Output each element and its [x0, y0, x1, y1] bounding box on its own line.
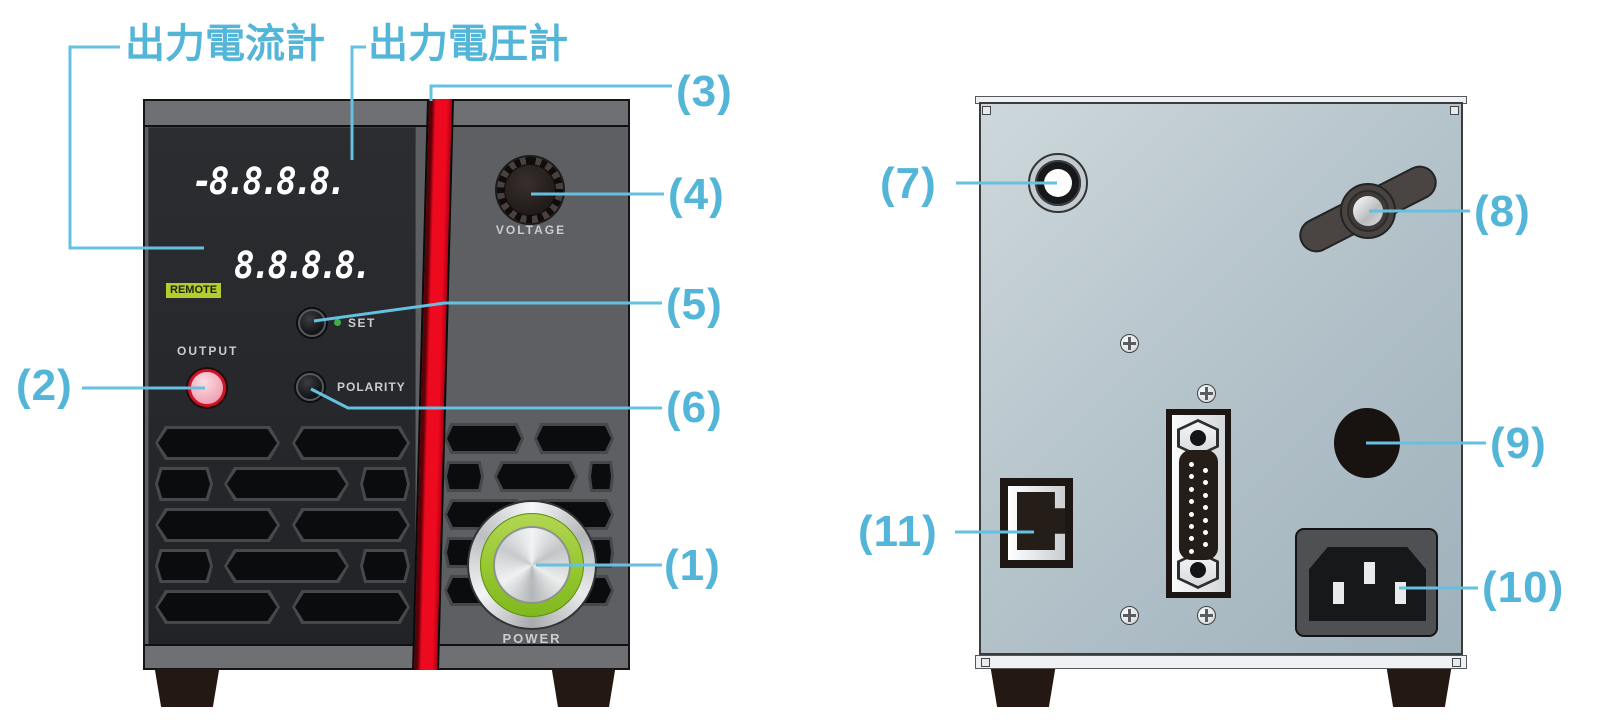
- remote-badge: REMOTE: [166, 283, 222, 298]
- ammeter-display: 8.8.8.8.: [234, 244, 372, 287]
- dsub-pin: [1189, 474, 1194, 480]
- vent-slot: [292, 426, 410, 460]
- dsub-pin: [1203, 517, 1208, 523]
- rear-foot-right: [1386, 669, 1452, 707]
- ammeter-jp-label: 出力電流計: [125, 21, 325, 67]
- dsub-pin: [1203, 492, 1208, 498]
- rear-corner-tab: [1450, 106, 1459, 115]
- dsub-pin: [1203, 530, 1208, 535]
- screw: [1197, 384, 1216, 403]
- set-label: SET: [348, 316, 376, 330]
- vent-slot: [494, 461, 578, 492]
- dsub-connector: [1166, 409, 1231, 598]
- rear-corner-tab: [1452, 658, 1461, 667]
- rear-corner-tab: [982, 106, 991, 115]
- voltmeter-jp-label: 出力電圧計: [368, 21, 568, 67]
- set-led: [334, 319, 341, 326]
- dsub-pin: [1203, 480, 1208, 486]
- dsub-pin: [1203, 468, 1208, 473]
- polarity-button: [296, 373, 324, 401]
- vent-slot: [534, 423, 614, 454]
- vent-slot: [155, 467, 213, 501]
- dsub-shell: [1179, 450, 1218, 560]
- vent-slot: [224, 549, 349, 583]
- polarity-label: POLARITY: [337, 380, 406, 394]
- callout-3: (3): [676, 67, 733, 116]
- vent-slot: [444, 461, 484, 492]
- dsub-pin: [1189, 536, 1194, 542]
- callout-8: (8): [1474, 187, 1531, 236]
- callout-7: (7): [880, 159, 937, 208]
- vent-slot: [360, 467, 410, 501]
- dsub-pin: [1189, 511, 1194, 517]
- ac-pin-left: [1333, 582, 1344, 604]
- rear-foot-left: [990, 669, 1056, 707]
- voltage-knob-cap: [504, 164, 556, 216]
- vent-slot: [155, 549, 213, 583]
- vent-slot: [155, 508, 280, 542]
- power-label: POWER: [502, 631, 562, 646]
- voltmeter-display: -8.8.8.8.: [192, 160, 347, 203]
- dsub-pin: [1189, 499, 1194, 505]
- dsub-pins: [1166, 409, 1231, 598]
- output-label: OUTPUT: [177, 344, 239, 358]
- lan-jack: [1000, 478, 1073, 568]
- callout-2: (2): [16, 361, 73, 410]
- callout-10: (10): [1482, 563, 1565, 612]
- screw: [1120, 606, 1139, 625]
- screw: [1120, 334, 1139, 353]
- rear-corner-tab: [981, 658, 990, 667]
- dsub-pin: [1189, 486, 1194, 492]
- vent-slot: [292, 508, 410, 542]
- front-foot-left: [154, 669, 220, 707]
- dsub-pin: [1203, 505, 1208, 511]
- rear-bottom-lip: [975, 655, 1467, 669]
- screw: [1197, 606, 1216, 625]
- vent-slot: [292, 590, 410, 624]
- voltage-knob: [497, 157, 563, 223]
- dsub-pin: [1203, 542, 1208, 548]
- callout-6: (6): [666, 383, 723, 432]
- vent-slot: [155, 590, 280, 624]
- vent-slot: [360, 549, 410, 583]
- front-foot-right: [551, 669, 616, 707]
- vent-slot: [444, 423, 524, 454]
- callout-11: (11): [858, 507, 938, 556]
- voltage-label: VOLTAGE: [495, 223, 567, 237]
- vent-slot: [224, 467, 349, 501]
- vent-slot: [588, 461, 614, 492]
- ac-pin-center: [1364, 562, 1375, 584]
- dsub-pin: [1189, 462, 1194, 467]
- ac-inlet: [1295, 528, 1438, 637]
- set-button: [298, 309, 326, 337]
- callout-1: (1): [664, 541, 721, 590]
- ac-pin-right: [1395, 582, 1406, 604]
- vent-slot: [155, 426, 280, 460]
- callout-5: (5): [666, 280, 723, 329]
- dsub-pin: [1189, 548, 1194, 554]
- front-bottom-strip: [145, 644, 628, 668]
- callout-9: (9): [1490, 419, 1547, 468]
- callout-4: (4): [668, 170, 725, 219]
- ac-inlet-socket: [1309, 547, 1426, 621]
- front-top-strip: [145, 101, 628, 127]
- dsub-pin: [1189, 524, 1194, 529]
